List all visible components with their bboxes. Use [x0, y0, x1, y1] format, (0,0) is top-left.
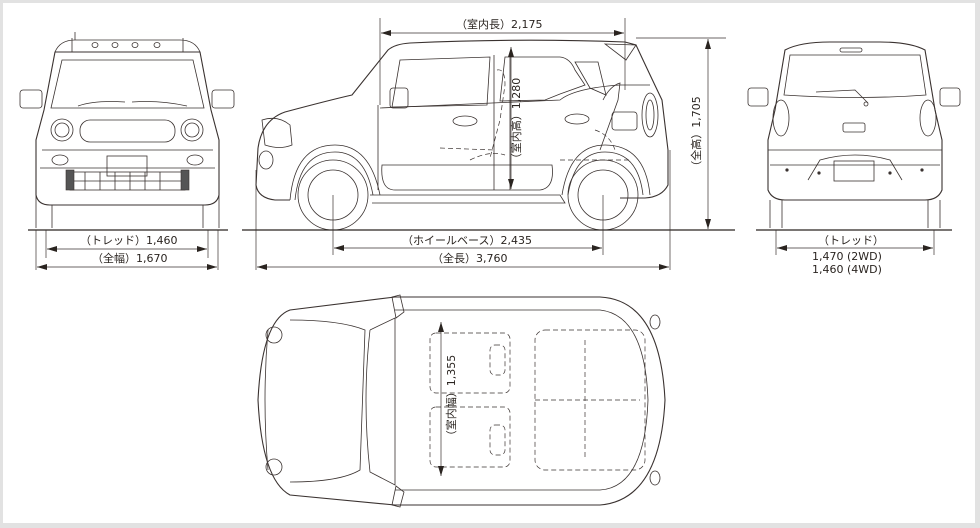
- overall-height-caption: （全高）: [690, 127, 703, 172]
- interior-length-label: （室内長）2,175: [456, 19, 543, 31]
- overall-width-caption: （全幅）: [92, 252, 136, 265]
- wheelbase-caption: （ホイールベース）: [402, 234, 501, 247]
- overall-width-value: 1,670: [136, 252, 168, 265]
- interior-height-label: （室内高）1,280: [510, 76, 523, 166]
- interior-height-caption: （室内高）: [510, 109, 523, 165]
- interior-width-value: 1,355: [445, 354, 458, 387]
- side-view: [255, 39, 669, 231]
- rear-tread-4wd-value: 1,460 (4WD): [812, 263, 882, 276]
- overall-length-caption: （全長）: [432, 252, 476, 265]
- front-tread-value: 1,460: [146, 234, 178, 247]
- interior-length-value: 2,175: [511, 18, 543, 31]
- rear-tread-label: （トレッド）: [818, 234, 884, 247]
- interior-height-value: 1,280: [510, 77, 523, 110]
- diagram-frame: [3, 3, 975, 523]
- interior-length-caption: （室内長）: [456, 18, 511, 31]
- rear-view: [747, 41, 961, 228]
- wheelbase-label: （ホイールベース）2,435: [402, 235, 532, 247]
- interior-width-caption: （室内幅）: [445, 386, 458, 442]
- front-view: [19, 32, 235, 228]
- rear-tread-2wd-value: 1,470 (2WD): [812, 250, 882, 263]
- overall-height-label: （全高）1,705: [690, 89, 703, 179]
- overall-width-label: （全幅）1,670: [92, 253, 168, 265]
- top-view: [257, 294, 666, 508]
- front-tread-label: （トレッド）1,460: [80, 235, 178, 247]
- overall-height-value: 1,705: [690, 96, 703, 128]
- overall-length-value: 3,760: [476, 252, 508, 265]
- wheelbase-value: 2,435: [500, 234, 532, 247]
- overall-length-label: （全長）3,760: [432, 253, 508, 265]
- interior-width-label: （室内幅）1,355: [445, 353, 458, 443]
- front-tread-caption: （トレッド）: [80, 234, 146, 247]
